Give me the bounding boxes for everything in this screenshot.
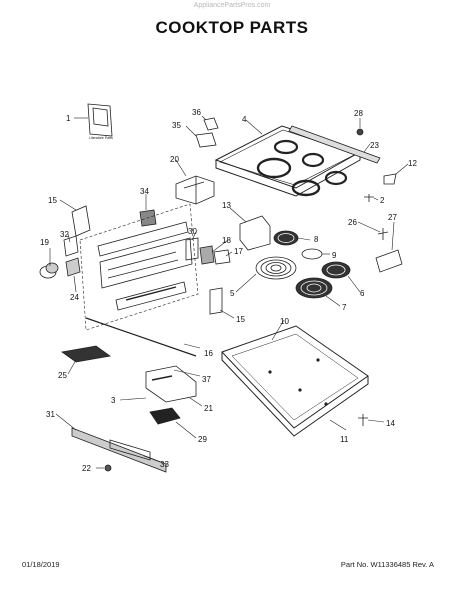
callout-22: 22	[82, 464, 91, 473]
part-screw-22	[104, 464, 112, 472]
cooktop-glass	[214, 125, 362, 197]
part-bezel-32	[63, 235, 79, 257]
leader-lines	[49, 115, 409, 469]
callout-36: 36	[192, 108, 201, 117]
callout-19: 19	[40, 238, 49, 247]
manual-label: Literature Parts	[89, 136, 113, 140]
callout-16: 16	[204, 349, 213, 358]
part-plate-15	[209, 287, 223, 315]
callout-3: 3	[111, 396, 116, 405]
callout-5: 5	[230, 289, 235, 298]
heating-element-8	[273, 230, 299, 246]
callout-2: 2	[380, 196, 385, 205]
callout-33: 33	[160, 460, 169, 469]
callout-35: 35	[172, 121, 181, 130]
callout-10: 10	[280, 317, 289, 326]
callout-12: 12	[408, 159, 417, 168]
heating-element-5	[255, 256, 297, 280]
callout-15: 15	[48, 196, 57, 205]
callout-14: 14	[386, 419, 395, 428]
callout-11: 11	[340, 435, 349, 444]
callout-18: 18	[222, 236, 231, 245]
callout-26: 26	[348, 218, 357, 227]
literature-booklet: Literature Parts	[87, 103, 113, 140]
control-board-21	[145, 365, 197, 403]
watermark: AppliancePartsPros.com	[193, 2, 271, 9]
callout-29: 29	[198, 435, 207, 444]
callout-23: 23	[370, 141, 379, 150]
callout-7: 7	[342, 303, 347, 312]
part-bracket-20	[175, 175, 215, 205]
footer-part-number: Part No. W11336485 Rev. A	[340, 560, 434, 569]
part-clip-36	[203, 117, 219, 131]
callout-25: 25	[58, 371, 67, 380]
callout-4: 4	[242, 115, 247, 124]
callout-15b: 15	[236, 315, 245, 324]
part-switch-18	[199, 245, 215, 265]
page-title: COOKTOP PARTS	[155, 18, 309, 37]
heating-element-7	[295, 277, 333, 299]
control-knob-19	[39, 262, 59, 279]
callout-numbers: 1 2 3 4 5 6 7 8 9 10 11 12 13 14 15 15 1…	[40, 108, 417, 473]
part-screw-14	[358, 414, 368, 426]
part-trim-23	[288, 125, 381, 164]
part-bracket-15	[71, 205, 91, 237]
part-wire-16	[85, 317, 197, 357]
part-trim-31	[71, 427, 167, 473]
part-panel-25	[60, 345, 112, 363]
callout-9: 9	[332, 251, 337, 260]
part-bracket-27	[375, 249, 403, 273]
control-panel-assembly	[79, 203, 199, 331]
part-module-29	[149, 407, 181, 425]
part-bracket-35	[195, 132, 217, 148]
callout-1: 1	[66, 114, 71, 123]
callout-28: 28	[354, 109, 363, 118]
callout-37: 37	[202, 375, 211, 384]
part-bracket-33	[109, 439, 151, 461]
burner-box-tray	[221, 325, 369, 437]
part-bracket-9	[301, 248, 323, 260]
callout-8: 8	[314, 235, 319, 244]
part-clip-12	[383, 173, 397, 185]
part-bracket-30	[185, 237, 199, 261]
callout-32: 32	[60, 230, 69, 239]
callout-27: 27	[388, 213, 397, 222]
part-screw-26	[377, 228, 389, 240]
part-screw-2	[364, 194, 374, 202]
footer-date: 01/18/2019	[22, 560, 60, 569]
callout-6: 6	[360, 289, 365, 298]
callout-20: 20	[170, 155, 179, 164]
callout-21: 21	[204, 404, 213, 413]
part-switch-17	[213, 249, 231, 265]
part-bracket-24	[65, 257, 81, 277]
callout-34: 34	[140, 187, 149, 196]
part-screw-28	[356, 128, 364, 136]
part-bracket-13	[239, 215, 271, 251]
callout-31: 31	[46, 410, 55, 419]
callout-13: 13	[222, 201, 231, 210]
callout-30: 30	[188, 227, 197, 236]
callout-17: 17	[234, 247, 243, 256]
heating-element-6	[321, 261, 351, 279]
callout-24: 24	[70, 293, 79, 302]
